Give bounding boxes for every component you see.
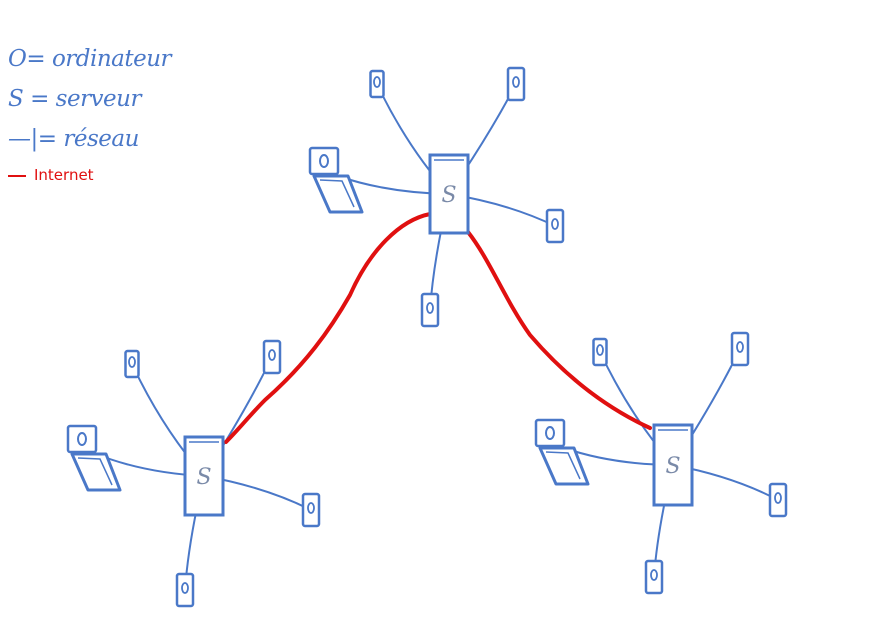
- legend-internet-label: Internet: [34, 166, 94, 184]
- legend-ordinateur: O= ordinateur: [8, 46, 172, 72]
- laptop-computer: [66, 424, 122, 492]
- computer: [175, 572, 195, 608]
- internet-link: [466, 230, 652, 430]
- computer: [768, 482, 788, 518]
- legend-internet: Internet: [8, 166, 94, 184]
- computer: [301, 492, 321, 528]
- legend-serveur: S = serveur: [8, 86, 141, 112]
- computer: [262, 339, 282, 375]
- server-label: S: [665, 454, 680, 479]
- server: S: [428, 153, 470, 235]
- server: S: [183, 435, 225, 517]
- internet-links: [224, 212, 652, 444]
- internet-link: [224, 212, 432, 444]
- server: S: [652, 423, 694, 507]
- computer: [420, 292, 440, 328]
- laptop-computer: [534, 418, 590, 486]
- network-nodes: S S S: [66, 66, 788, 608]
- computer: [730, 331, 750, 367]
- legend-internet-swatch: [8, 174, 26, 177]
- server-label: S: [441, 183, 456, 208]
- server-label: S: [196, 465, 211, 490]
- computer: [545, 208, 565, 244]
- legend: O= ordinateur S = serveur —|= réseau Int…: [8, 40, 228, 200]
- computer: [592, 337, 608, 367]
- computer: [124, 349, 140, 379]
- legend-reseau: —|= réseau: [8, 126, 139, 152]
- laptop-computer: [308, 146, 364, 214]
- computer: [644, 559, 664, 595]
- computer: [369, 69, 385, 99]
- computer: [506, 66, 526, 102]
